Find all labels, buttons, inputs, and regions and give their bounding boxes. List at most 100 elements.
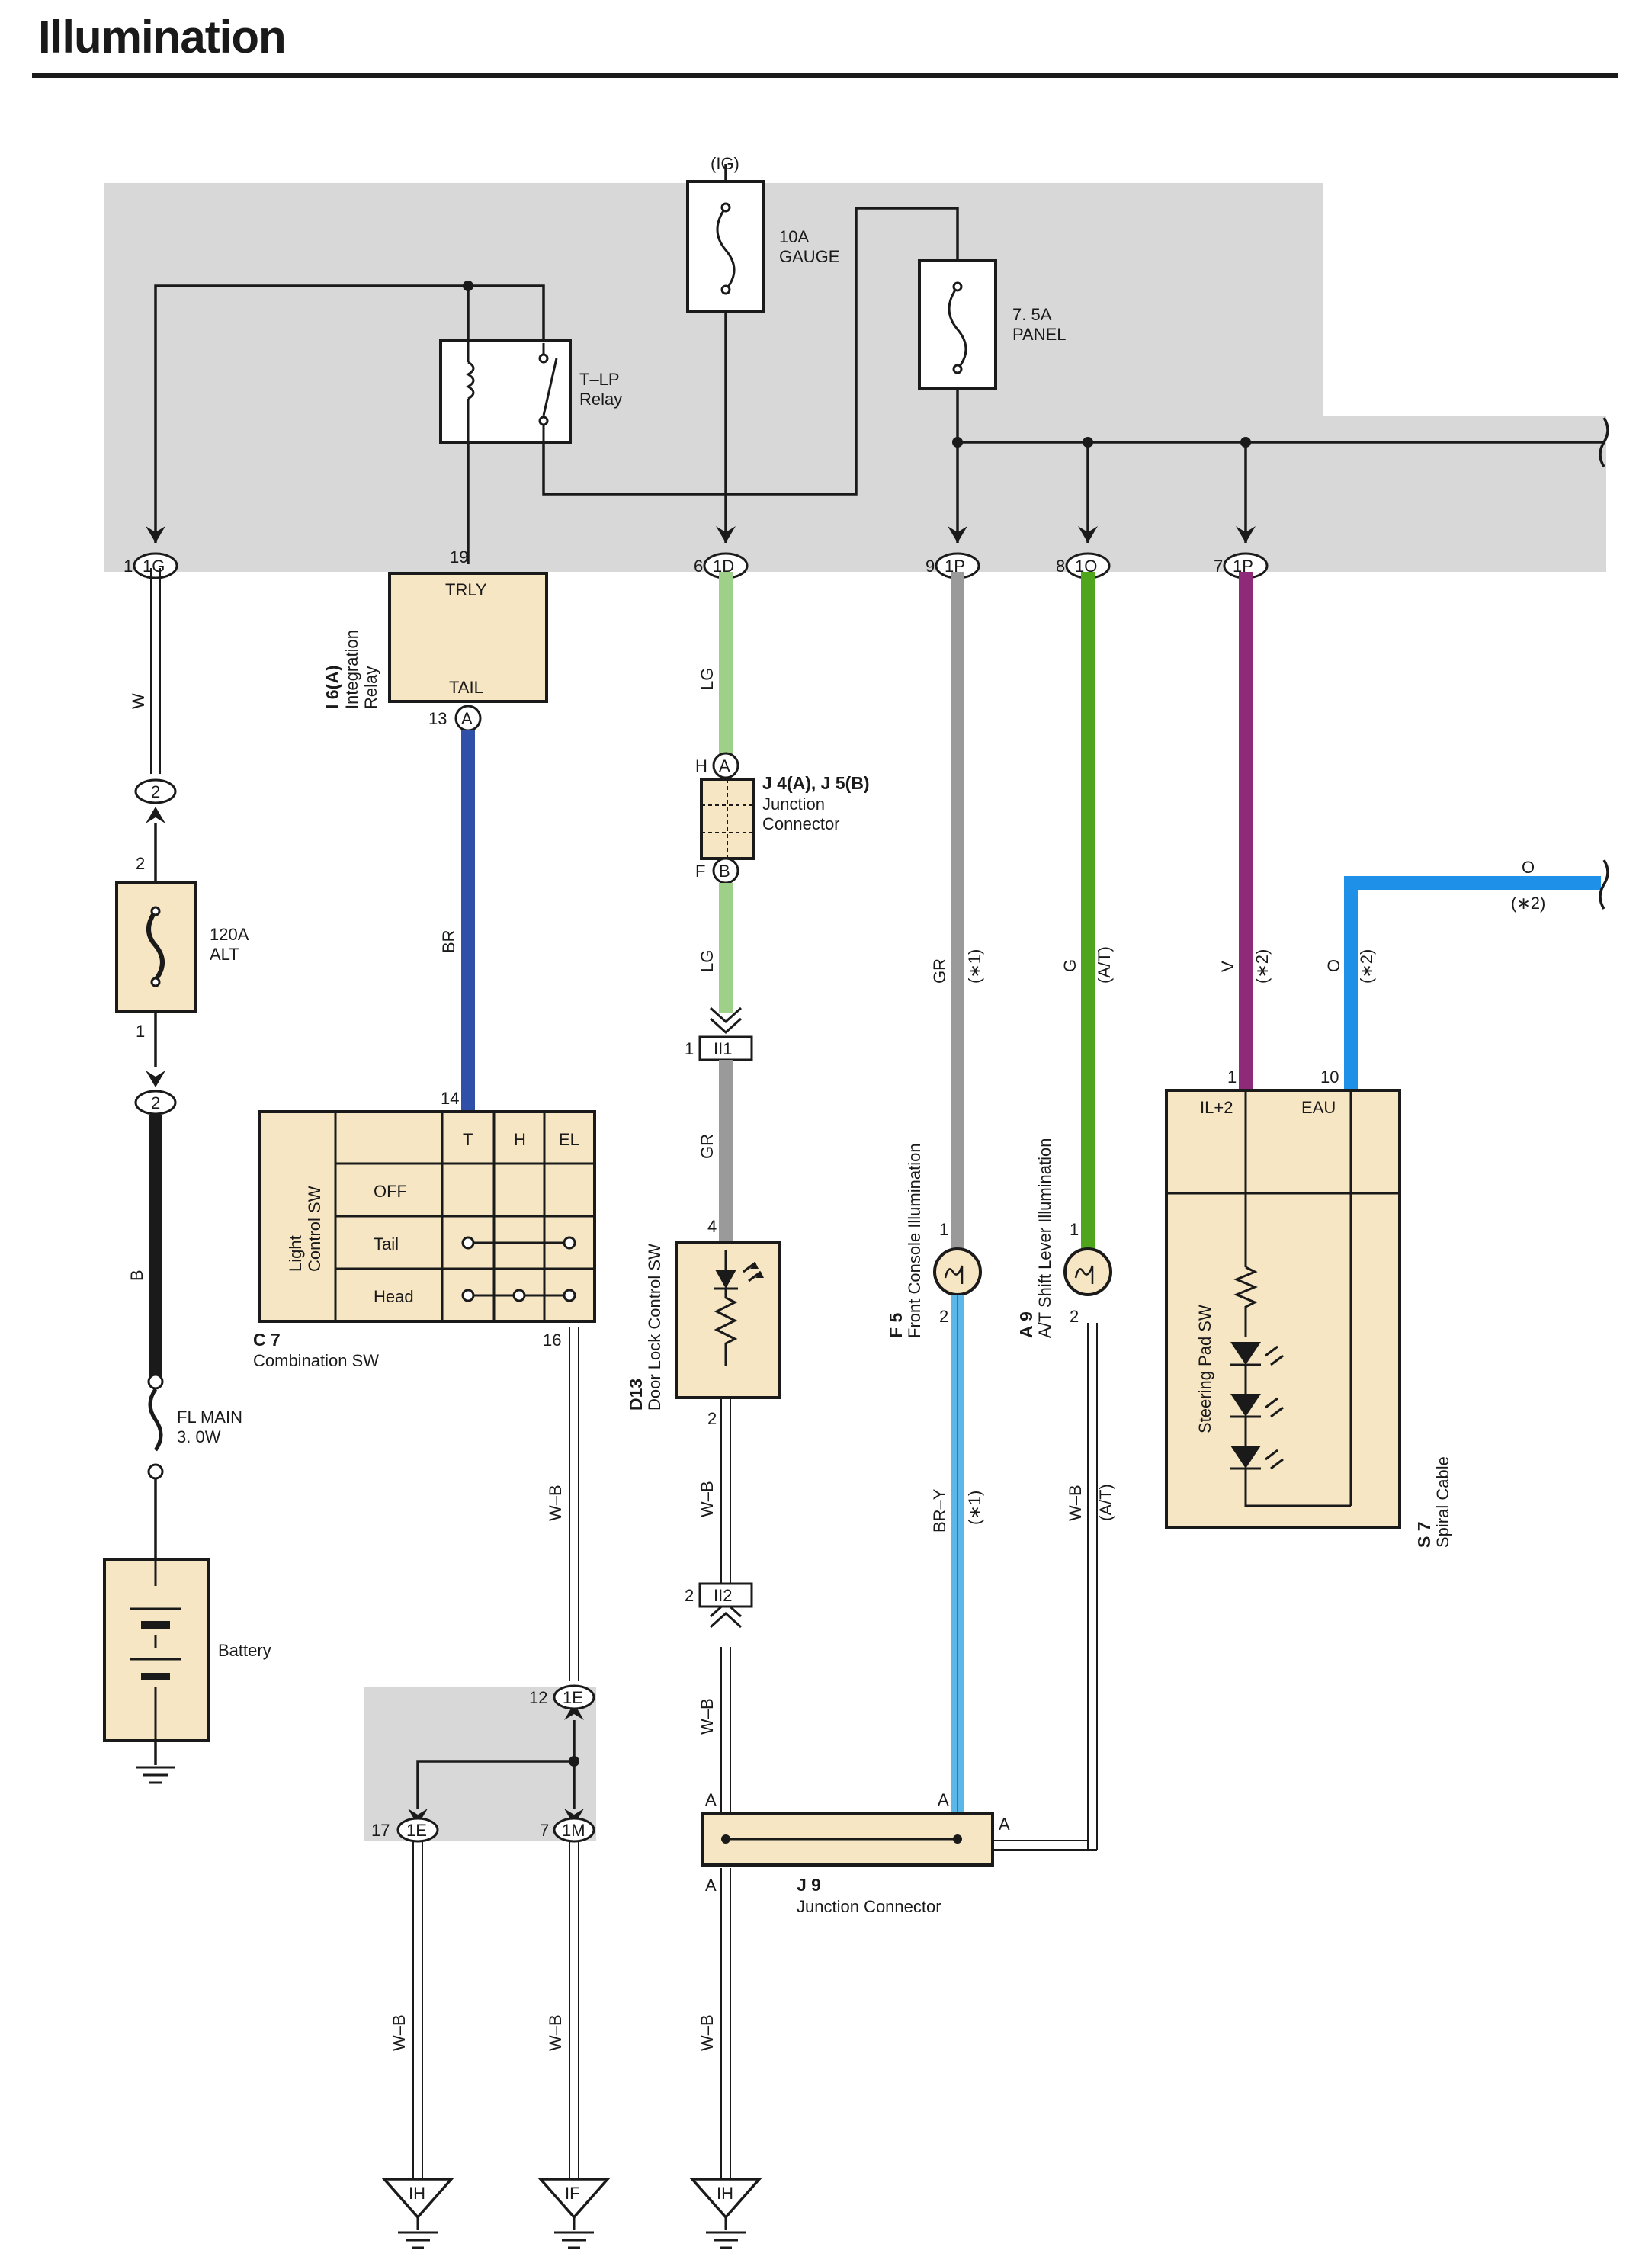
connector-m7-code: 1M	[562, 1821, 585, 1840]
junction-connector-j4	[700, 778, 755, 860]
integration-relay-name-2: Relay	[361, 666, 380, 709]
c7-col-el: EL	[559, 1130, 579, 1149]
d13-name: Door Lock Control SW	[645, 1244, 664, 1411]
wire-label-star1-bottom: (∗1)	[965, 1491, 984, 1525]
s7-inner-label: Steering Pad SW	[1195, 1305, 1214, 1433]
connector-e12-num: 12	[529, 1688, 547, 1707]
c7-name: Combination SW	[253, 1351, 379, 1370]
j4-id: J 4(A), J 5(B)	[762, 773, 870, 793]
a9-id: A 9	[1016, 1311, 1036, 1338]
battery-label: Battery	[218, 1641, 271, 1660]
fuse-alt-amp: 120A	[210, 925, 249, 944]
wire-label-bry: BR–Y	[930, 1488, 949, 1533]
wire-label-b: B	[127, 1270, 146, 1281]
alt-top-pin: 2	[136, 854, 145, 873]
jb-pin-code: 1G	[143, 557, 165, 576]
page-title: Illumination	[38, 11, 287, 63]
wire-label-at-bottom: (A/T)	[1096, 1484, 1115, 1521]
wire-label-wb-7: W–B	[1066, 1485, 1085, 1521]
integration-relay	[388, 572, 548, 703]
fl-main-name: FL MAIN	[177, 1408, 242, 1427]
connector-ii2-code: II2	[714, 1586, 732, 1605]
s7-pin-1: 1	[1227, 1067, 1237, 1087]
jb-pin-num: 8	[1056, 557, 1065, 576]
wire-1g-internal	[154, 284, 545, 543]
wire-lg-top	[719, 572, 733, 755]
wire-label-wb-4: W–B	[546, 1485, 565, 1521]
jb-pin-num: 6	[694, 557, 703, 576]
wire-label-gr-f5: GR	[930, 958, 949, 984]
s7-terminal-1: IL+2	[1200, 1098, 1233, 1117]
wire-gr-d13	[719, 1060, 733, 1243]
j9-pin-right: A	[999, 1815, 1010, 1834]
jb-pin-1Q: 1Q8	[1056, 526, 1111, 579]
title-rule	[32, 73, 1618, 78]
fuse-gauge-name: GAUGE	[779, 247, 839, 266]
alt-bottom-pin: 1	[136, 1022, 145, 1041]
ground-icon: IH	[381, 2178, 454, 2249]
c7-col-h: H	[514, 1130, 526, 1149]
fuse-panel-name: PANEL	[1012, 325, 1067, 344]
wire-label-gr-d13: GR	[698, 1134, 717, 1159]
integration-relay-pin: 13	[428, 709, 447, 728]
c7-side-label-1: Light	[286, 1235, 305, 1272]
shift-lever-bulb	[1063, 1247, 1112, 1296]
j9-pin-top-right: A	[938, 1790, 949, 1809]
j4-name-2: Connector	[762, 814, 840, 833]
s7-id: S 7	[1414, 1521, 1434, 1548]
jb-pin-1P: 1P9	[925, 526, 980, 579]
fuse-panel-amp: 7. 5A	[1012, 305, 1052, 324]
door-lock-sw	[675, 1241, 781, 1399]
connector-e12-code: 1E	[563, 1688, 583, 1707]
f5-pin-top: 1	[939, 1220, 948, 1239]
wire-label-at-top: (A/T)	[1095, 946, 1114, 984]
connector-m7-num: 7	[540, 1821, 549, 1840]
c7-pin-top: 14	[441, 1089, 459, 1108]
wire-label-wb-1: W–B	[698, 1481, 717, 1517]
jb-pin-num: 19	[450, 547, 468, 567]
wire-label-wb-6: W–B	[390, 2014, 409, 2051]
d13-pin-top: 4	[707, 1217, 717, 1236]
connector-ii1	[698, 1035, 753, 1061]
j9-id: J 9	[797, 1875, 821, 1895]
jb-pin-num: 9	[925, 557, 935, 576]
connector-ii2	[698, 1582, 753, 1608]
wire-gr-f5	[951, 572, 964, 1250]
f5-pin-bottom: 2	[939, 1307, 948, 1326]
wire-label-g: G	[1060, 959, 1079, 972]
wire-label-w: W	[129, 693, 148, 709]
jb-pin-1D: 1D6	[694, 526, 749, 579]
wire-label-wb-5: W–B	[546, 2014, 565, 2051]
relay-label-2: Relay	[579, 390, 622, 409]
wire-b	[149, 1115, 162, 1378]
fuse-gauge-amp: 10A	[779, 227, 809, 246]
j4-pin-top-num: H	[695, 756, 707, 775]
steering-pad-leds	[1230, 1342, 1284, 1479]
junction-block-area-lower	[364, 1687, 596, 1841]
wire-label-lg-top: LG	[698, 668, 717, 690]
relay-label-1: T–LP	[579, 370, 620, 389]
connector-e17-num: 17	[371, 1821, 390, 1840]
c7-id: C 7	[253, 1330, 281, 1350]
jb-pin-num: 7	[1214, 557, 1223, 576]
integration-relay-id: I 6(A)	[322, 666, 342, 710]
wire-label-star2-v: (∗2)	[1253, 949, 1272, 984]
c7-row-off: OFF	[374, 1182, 407, 1201]
d13-id: D13	[626, 1379, 646, 1411]
a9-name: A/T Shift Lever Illumination	[1035, 1138, 1054, 1339]
ground-icon: IH	[689, 2178, 762, 2249]
c7-row-tail: Tail	[374, 1234, 399, 1253]
ig-label: (IG)	[711, 154, 739, 173]
jb-pin-num: 1	[123, 557, 133, 576]
j4-pin-bottom-num: F	[695, 862, 705, 881]
integration-relay-conn: A	[461, 709, 473, 728]
wire-v	[1239, 572, 1253, 1090]
jb-pin-1G: 1G 1	[123, 526, 178, 579]
tlp-relay	[439, 339, 572, 444]
fuse-alt-name: ALT	[210, 945, 239, 964]
ground-label: IH	[717, 2184, 733, 2203]
